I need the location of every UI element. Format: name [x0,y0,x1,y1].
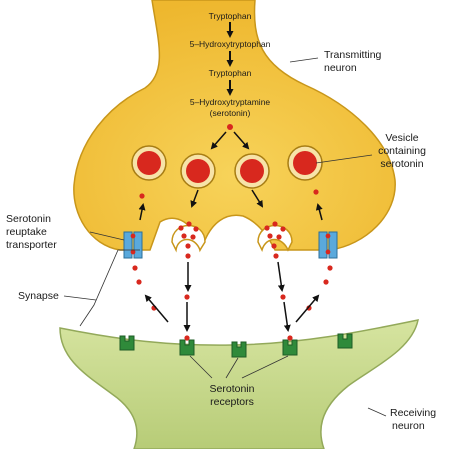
vesicle-arrow-right [251,189,264,208]
distribution-arrow-right [233,131,250,150]
bound-serotonin-right [287,335,293,341]
label-synapse: Synapse [18,290,59,302]
vesicle-2 [180,153,216,189]
pathway-step-serotonin-sub: (serotonin) [210,108,251,118]
label-reuptake-3: transporter [6,239,57,251]
bound-serotonin-left [184,335,190,341]
vesicle-4 [287,145,323,181]
serotonin-molecule [227,124,233,130]
reuptake-arrow-right-upper [315,203,323,221]
reuptake-transporter-left [123,231,143,259]
label-transmitting-2: neuron [324,62,357,74]
leader-receptor-1 [189,355,213,379]
leader-receptor-2 [225,357,239,379]
pathway-step-tryptophan-2: Tryptophan [209,68,252,78]
pathway-step-hydroxytryptophan: 5–Hydroxytryptophan [190,39,271,49]
label-reuptake-1: Serotonin [6,213,51,225]
transmitting-neuron [73,0,396,253]
pathway-step-tryptophan: Tryptophan [209,11,252,21]
label-vesicle-2: containing [378,145,426,157]
leader-transmitting [289,57,319,63]
label-receiving-2: neuron [392,420,425,432]
leader-vesicle [315,154,373,164]
label-vesicle-3: serotonin [380,158,423,170]
label-receiving-1: Receiving [390,407,436,419]
leader-receptor-3 [241,355,289,379]
released-serotonin-right [264,221,286,249]
return-arrow-right [295,294,320,323]
label-transmitting-1: Transmitting [324,49,382,61]
leader-transporter [89,231,125,241]
receiving-neuron [59,319,419,449]
label-receptors-2: receptors [210,396,254,408]
label-vesicle-1: Vesicle [385,132,418,144]
vesicle-3 [234,153,270,189]
leader-synapse [63,295,97,301]
bind-arrow-right [283,301,291,332]
synapse-bracket [79,249,140,327]
leader-receiving [367,407,387,417]
cleft-serotonin [132,253,333,311]
reuptaken-serotonin-right [313,189,319,195]
distribution-arrow-left [210,131,227,150]
reuptake-transporter-right [318,231,338,259]
release-arrow-right [277,261,285,292]
vesicle-arrow-left [190,189,199,208]
reuptaken-serotonin-left [139,193,145,199]
reuptake-arrow-left-upper [138,203,146,221]
label-receptors-1: Serotonin [210,383,255,395]
released-serotonin-left [178,221,199,249]
serotonin-receptors [119,333,353,358]
return-arrow-left [144,294,169,323]
label-reuptake-2: reuptake [6,226,47,238]
pathway-step-serotonin: 5–Hydroxytryptamine [190,97,271,107]
vesicle-1 [131,145,167,181]
